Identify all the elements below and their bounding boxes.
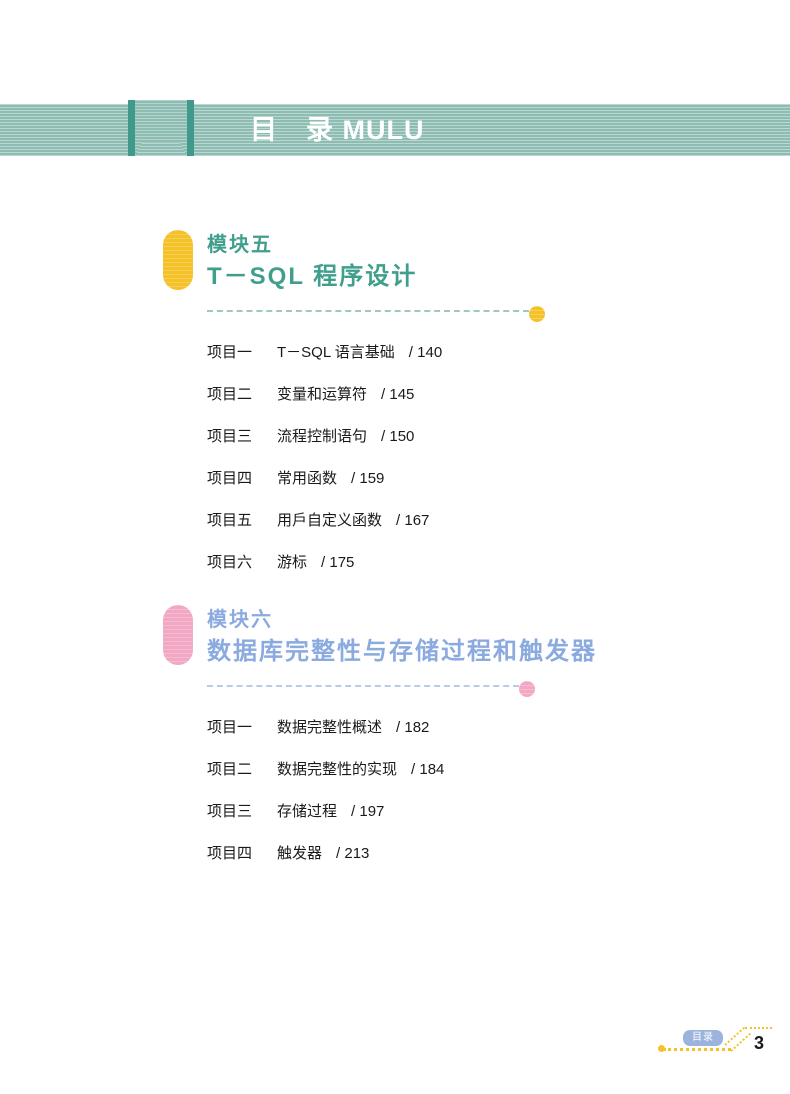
toc-entry-label: 项目一 [207,719,253,736]
module-number: 模块五 [207,234,273,256]
toc-entry-title: 游标 [277,554,308,571]
toc-entry[interactable]: 项目一 数据完整性概述 / 182 [207,717,429,739]
toc-entry-title: 存储过程 [277,803,338,820]
toc-entry-page: / 140 [408,344,443,361]
module-divider [207,306,545,322]
banner-tab-right-edge [187,100,194,156]
toc-entry[interactable]: 项目二 数据完整性的实现 / 184 [207,759,444,781]
page-header-banner [0,100,790,160]
page-number: 3 [754,1033,765,1053]
toc-entry-label: 项目三 [207,428,253,445]
toc-entry-title: T－SQL 语言基础 [277,344,395,361]
module-divider-dashes [207,310,529,312]
footer-dotted-line [663,1048,731,1051]
module-divider [207,681,535,697]
toc-entry-label: 项目一 [207,344,253,361]
toc-entry-title: 变量和运算符 [277,386,368,403]
footer-diagonal-line-1 [724,1026,745,1046]
toc-entry-label: 项目六 [207,554,253,571]
footer-dot-icon [658,1045,665,1052]
toc-entry[interactable]: 项目四 触发器 / 213 [207,843,369,865]
toc-entry-page: / 184 [411,761,445,778]
toc-entry-label: 项目四 [207,470,253,487]
toc-entry-title: 触发器 [277,845,323,862]
footer-section-badge: 目录 [683,1030,723,1046]
toc-entry-label: 项目三 [207,803,253,820]
module-divider-dashes [207,685,519,687]
toc-entry[interactable]: 项目三 流程控制语句 / 150 [207,426,414,448]
toc-entry-page: / 150 [381,428,415,445]
toc-entry-title: 流程控制语句 [277,428,368,445]
toc-entry[interactable]: 项目六 游标 / 175 [207,552,354,574]
toc-entry-page: / 145 [381,386,415,403]
page-title: 目 录 MULU [250,115,425,145]
toc-entry-title: 数据完整性概述 [277,719,383,736]
module-divider-enddot [529,306,545,322]
banner-tab-left-edge [128,100,135,156]
module-name: 数据库完整性与存储过程和触发器 [207,638,597,665]
enddot-stripes [519,681,535,697]
toc-entry-label: 项目二 [207,386,253,403]
toc-entry-page: / 159 [351,470,385,487]
module-divider-enddot [519,681,535,697]
toc-entry-page: / 182 [396,719,430,736]
halfcircle-stripes [163,230,193,290]
toc-entry-label: 项目四 [207,845,253,862]
toc-entry[interactable]: 项目一 T－SQL 语言基础 / 140 [207,342,442,364]
toc-entry-label: 项目五 [207,512,253,529]
footer-dotted-line-top [745,1027,772,1029]
halfcircle-stripes [163,605,193,665]
toc-entry[interactable]: 项目二 变量和运算符 / 145 [207,384,414,406]
module-name: T－SQL 程序设计 [207,263,418,290]
module-heading: 模块六数据库完整性与存储过程和触发器 [207,605,597,669]
toc-entry-title: 常用函数 [277,470,338,487]
toc-entry[interactable]: 项目四 常用函数 / 159 [207,468,384,490]
enddot-stripes [529,306,545,322]
toc-entry-page: / 197 [351,803,385,820]
toc-entry-title: 数据完整性的实现 [277,761,398,778]
toc-entry[interactable]: 项目五 用戶自定义函数 / 167 [207,510,429,532]
toc-entry-title: 用戶自定义函数 [277,512,383,529]
module-heading: 模块五 T－SQL 程序设计 [207,230,417,294]
module-number: 模块六 [207,609,273,631]
page-footer: 目录 3 [655,1026,785,1068]
toc-entry[interactable]: 项目三 存储过程 / 197 [207,801,384,823]
toc-entry-page: / 175 [321,554,355,571]
toc-entry-page: / 167 [396,512,430,529]
toc-entry-page: / 213 [336,845,370,862]
toc-entry-label: 项目二 [207,761,253,778]
module-accent-halfcircle [163,230,193,290]
module-accent-halfcircle [163,605,193,665]
